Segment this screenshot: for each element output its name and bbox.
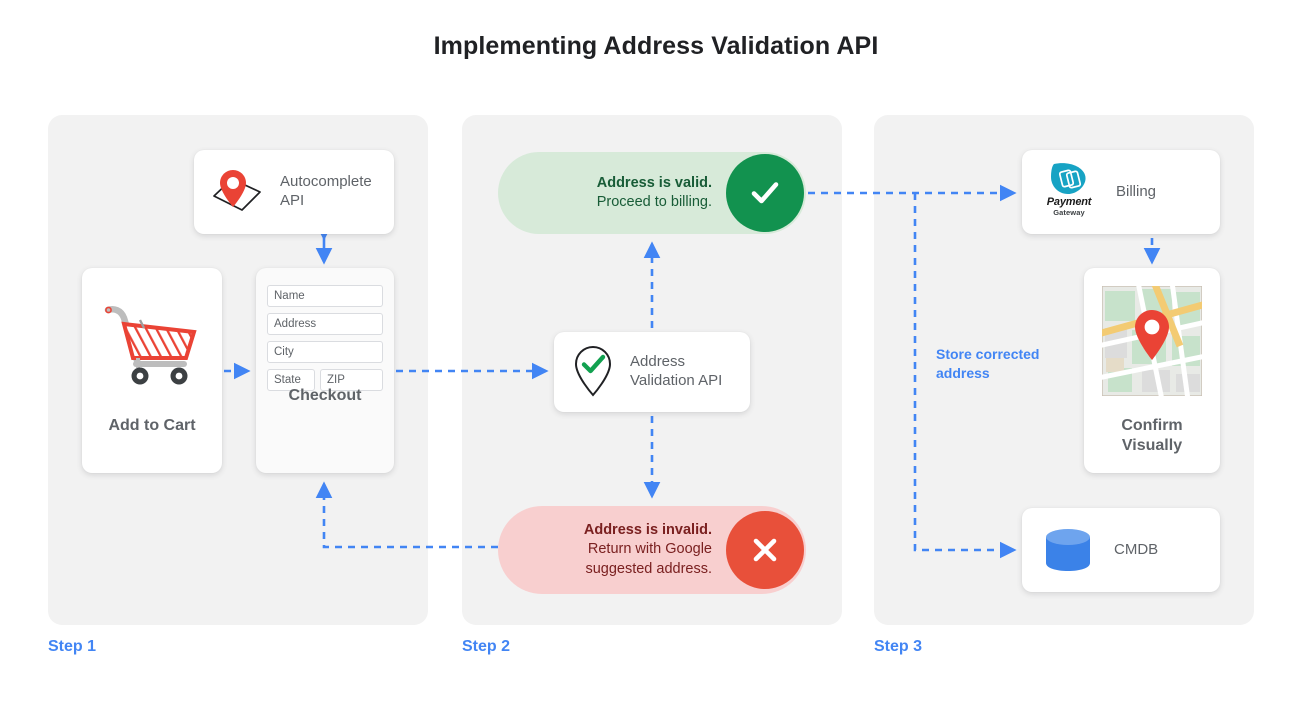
address-valid-text: Address is valid. Proceed to billing. [498, 174, 726, 213]
address-validation-api-label: Address Validation API [630, 353, 722, 391]
confirm-visually-title: Confirm Visually [1084, 416, 1220, 455]
map-thumbnail-icon [1097, 280, 1207, 401]
address-valid-headline: Address is valid. [596, 174, 712, 191]
check-circle-icon [726, 154, 804, 232]
address-invalid-headline: Address is invalid. [583, 522, 712, 539]
autocomplete-api-label: Autocomplete API [280, 173, 372, 211]
payment-gateway-sub: Gateway [1053, 208, 1085, 217]
confirm-title-line1: Confirm [1121, 417, 1183, 434]
address-valid-pill: Address is valid. Proceed to billing. [498, 152, 806, 234]
step-1-label: Step 1 [48, 638, 97, 655]
state-field[interactable]: State [267, 369, 315, 391]
add-to-cart-title: Add to Cart [108, 417, 196, 434]
check-glyph [751, 182, 779, 204]
cmdb-card[interactable]: CMDB [1022, 508, 1220, 592]
address-invalid-pill: Address is invalid. Return with Google s… [498, 506, 806, 594]
autocomplete-label-line1: Autocomplete [280, 173, 372, 191]
address-invalid-detail-2: suggested address. [585, 560, 712, 577]
zip-field[interactable]: ZIP [320, 369, 383, 391]
cart-icon-wrap [82, 288, 222, 408]
name-field[interactable]: Name [267, 285, 383, 307]
x-glyph [753, 538, 777, 562]
autocomplete-label-line2: API [280, 192, 305, 209]
cmdb-label: CMDB [1114, 540, 1159, 558]
address-invalid-detail-1: Return with Google [587, 541, 712, 558]
store-corrected-address-note: Store corrected address [936, 346, 1040, 382]
confirm-title-line2: Visually [1121, 436, 1183, 454]
checkout-title: Checkout [288, 387, 362, 404]
validation-label-line2: Validation API [630, 372, 723, 389]
address-valid-detail: Proceed to billing. [596, 194, 712, 210]
checkout-card[interactable]: Name Address City State ZIP Checkout [256, 268, 394, 473]
checkout-form: Name Address City State ZIP [267, 285, 383, 391]
confirm-visually-card[interactable]: Confirm Visually [1084, 268, 1220, 473]
shopping-cart-icon [104, 306, 197, 385]
database-icon [1046, 529, 1090, 571]
state-zip-row: State ZIP [267, 369, 383, 391]
step-2-label: Step 2 [462, 638, 511, 655]
step-3-label: Step 3 [874, 638, 923, 655]
address-invalid-text: Address is invalid. Return with Google s… [498, 521, 726, 579]
x-circle-icon [726, 511, 804, 589]
autocomplete-api-card[interactable]: Autocomplete API [194, 150, 394, 234]
add-to-cart-card[interactable]: Add to Cart [82, 268, 222, 473]
address-validation-api-card[interactable]: Address Validation API [554, 332, 750, 412]
page-title: Implementing Address Validation API [433, 32, 879, 60]
address-field[interactable]: Address [267, 313, 383, 335]
pin-check-icon [574, 345, 612, 397]
billing-label: Billing [1116, 182, 1157, 200]
payment-gateway-mark [1051, 163, 1086, 194]
payment-gateway-word: Payment [1046, 196, 1092, 208]
map-pin-icon [213, 170, 261, 211]
map-thumbnail-wrap [1097, 280, 1207, 401]
payment-gateway-logo: Payment Gateway [1038, 162, 1100, 222]
billing-card[interactable]: Payment Gateway Billing [1022, 150, 1220, 234]
city-field[interactable]: City [267, 341, 383, 363]
validation-label-line1: Address [630, 353, 686, 371]
